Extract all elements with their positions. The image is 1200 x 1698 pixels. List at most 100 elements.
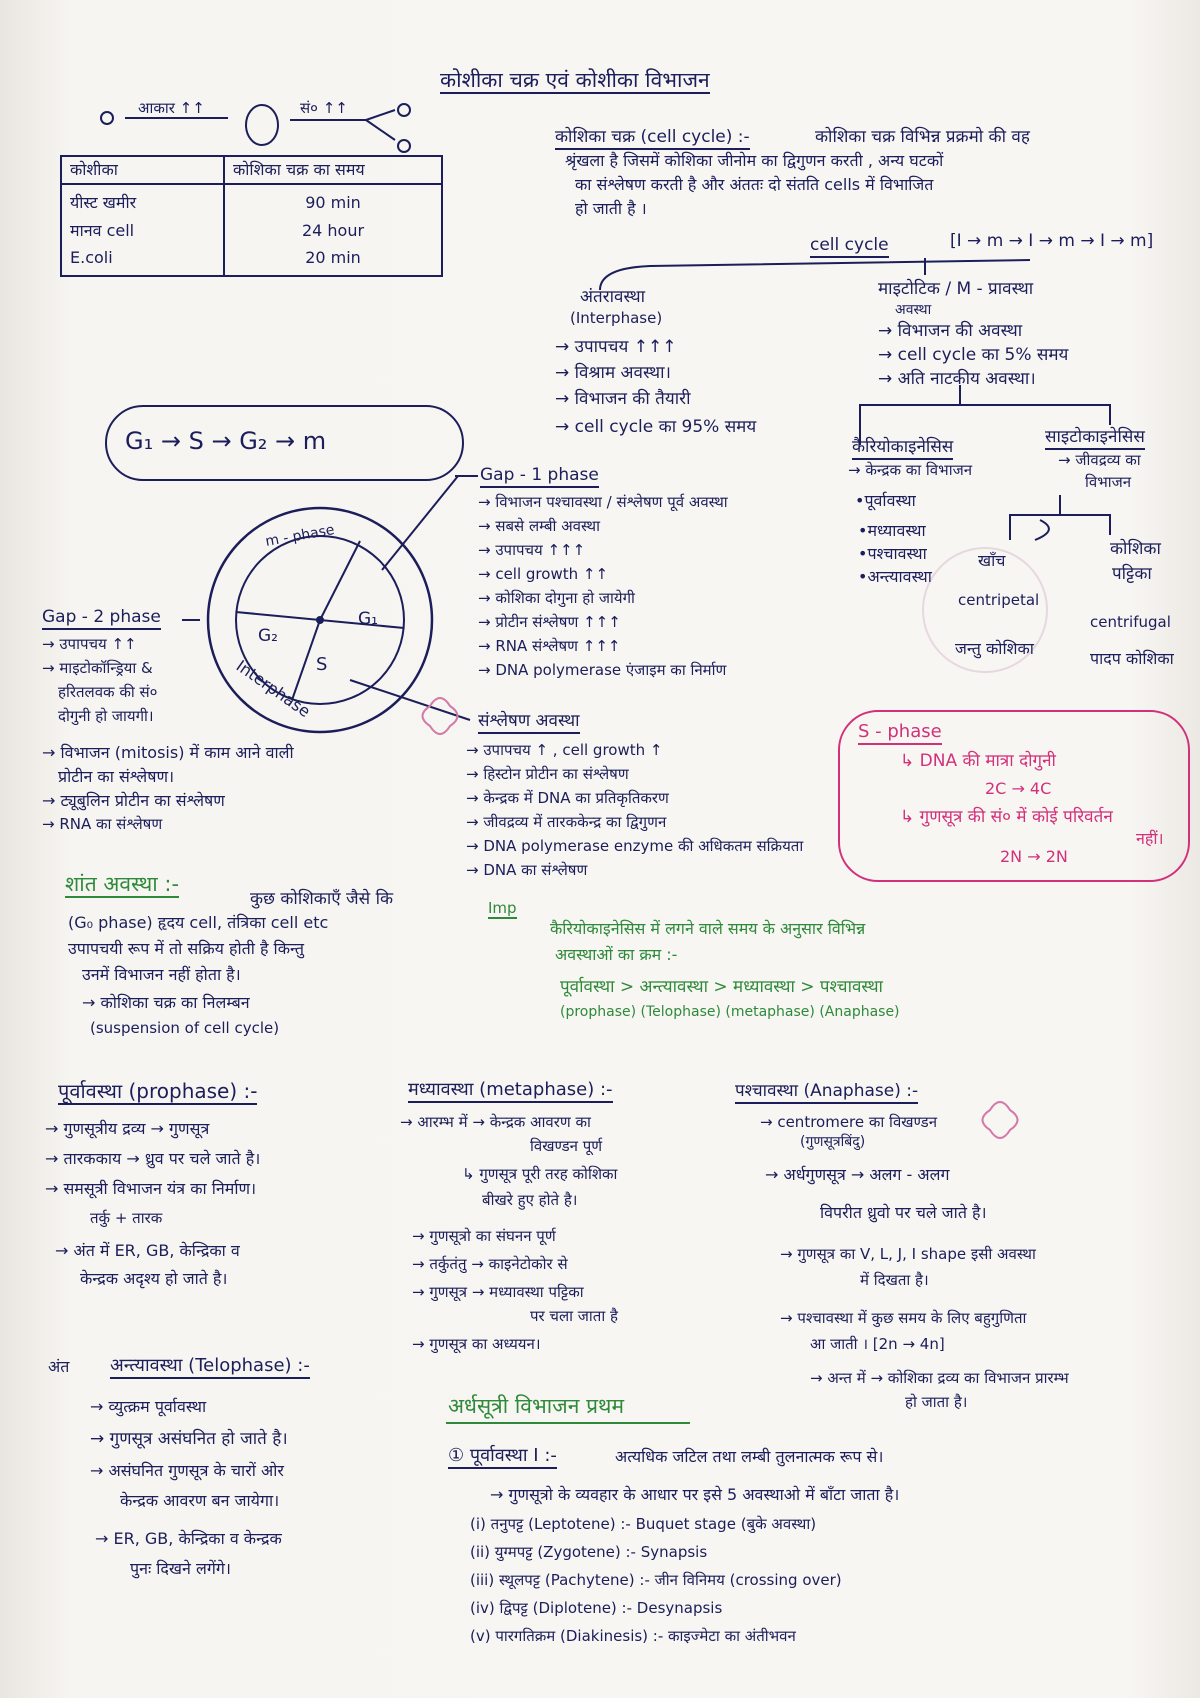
anaphase-point: → अर्धगुणसूत्र → अलग - अलग bbox=[765, 1165, 950, 1184]
g0-line: → कोशिका चक्र का निलम्बन bbox=[82, 993, 250, 1012]
prophase-point: तर्कु + तारक bbox=[90, 1209, 163, 1227]
s-box-line: 2C → 4C bbox=[985, 779, 1052, 798]
meiosis-stage: (v) पारगतिक्रम (Diakinesis) :- काइज्मेटा… bbox=[470, 1627, 796, 1645]
meiosis-intro: अत्यधिक जटिल तथा लम्बी तुलनात्मक रूप से। bbox=[615, 1447, 884, 1466]
interphase-point: → विभाजन की तैयारी bbox=[555, 389, 691, 409]
g1-pointer bbox=[381, 475, 459, 571]
prophase-heading: पूर्वावस्था (prophase) :- bbox=[58, 1079, 258, 1105]
telophase-heading: अन्त्यावस्था (Telophase) :- bbox=[110, 1355, 310, 1379]
anaphase-point: → centromere का विखण्डन bbox=[760, 1113, 938, 1131]
karyokinesis-stage: •पश्चावस्था bbox=[858, 544, 927, 563]
circle-g1: G₁ bbox=[358, 609, 378, 629]
table-header-time: कोशिका चक्र का समय bbox=[223, 154, 443, 186]
table-row-cell: यीस्ट खमीर bbox=[70, 193, 137, 213]
table-header-cell: कोशीका bbox=[60, 154, 225, 186]
table-cell-organisms: यीस्ट खमीर मानव cell E.coli bbox=[60, 183, 225, 277]
cycle-label: cell cycle bbox=[810, 235, 889, 258]
meiosis-line: → गुणसूत्रो के व्यवहार के आधार पर इसे 5 … bbox=[490, 1485, 900, 1504]
mitotic-point: → अति नाटकीय अवस्था। bbox=[878, 369, 1036, 389]
meiosis-heading: अर्धसूत्री विभाजन प्रथम bbox=[448, 1394, 625, 1418]
prophase-point: → गुणसूत्रीय द्रव्य → गुणसूत्र bbox=[45, 1119, 210, 1138]
order-line: अवस्थाओं का क्रम :- bbox=[555, 945, 678, 964]
gap1-point: → सबसे लम्बी अवस्था bbox=[478, 517, 601, 535]
meiosis-subheading: ① पूर्वावस्था I :- bbox=[448, 1445, 557, 1469]
metaphase-point: → गुणसूत्र → मध्यावस्था पट्टिका bbox=[412, 1283, 584, 1301]
anaphase-heading: पश्चावस्था (Anaphase) :- bbox=[735, 1081, 919, 1104]
circle-s: S bbox=[316, 654, 328, 675]
page-title: कोशीका चक्र एवं कोशीका विभाजन bbox=[440, 68, 710, 95]
cell-cycle-def-line: कोशिका चक्र विभिन्न प्रक्रमो की वह bbox=[815, 127, 1030, 147]
s-box-heading: S - phase bbox=[858, 721, 942, 745]
cell-cycle-def-line: श्रृंखला है जिसमें कोशिका जीनोम का द्विग… bbox=[565, 151, 944, 170]
cytokinesis-point: विभाजन bbox=[1085, 473, 1132, 491]
g0-heading: शांत अवस्था :- bbox=[65, 872, 180, 899]
prophase-point: → समसूत्री विभाजन यंत्र का निर्माण। bbox=[45, 1179, 257, 1198]
telophase-point: → असंघनित गुणसूत्र के चारों ओर bbox=[90, 1461, 284, 1480]
gap1-point: → कोशिका दोगुना हो जायेगी bbox=[478, 589, 635, 607]
plate-cell: पादप कोशिका bbox=[1090, 649, 1174, 668]
gap1-point: → RNA संश्लेषण ↑↑↑ bbox=[478, 637, 621, 655]
order-sequence: पूर्वावस्था > अन्त्यावस्था > मध्यावस्था … bbox=[560, 977, 883, 997]
gap2-point: → ट्यूबुलिन प्रोटीन का संश्लेषण bbox=[42, 791, 225, 810]
prophase-point: → तारककाय → ध्रुव पर चले जाते है। bbox=[45, 1149, 261, 1168]
gap1-heading: Gap - 1 phase bbox=[480, 465, 599, 488]
telophase-point: पुनः दिखने लगेंगे। bbox=[130, 1559, 231, 1578]
karyokinesis-stage: •पूर्वावस्था bbox=[855, 491, 916, 510]
interphase-sub: (Interphase) bbox=[570, 309, 663, 327]
g0-line: उपापचयी रूप में तो सक्रिय होती है किन्तु bbox=[68, 939, 305, 958]
metaphase-point: विखण्डन पूर्ण bbox=[530, 1137, 603, 1155]
prophase-point: केन्द्रक अदृश्य हो जाते है। bbox=[80, 1269, 228, 1288]
meiosis-stage: (iv) द्विपट्ट (Diplotene) :- Desynapsis bbox=[470, 1599, 723, 1617]
cell-cycle-circle bbox=[206, 506, 434, 734]
s-pointer bbox=[349, 679, 471, 721]
anaphase-point: → अन्त में → कोशिका द्रव्य का विभाजन प्र… bbox=[810, 1369, 1069, 1387]
order-sequence-en: (prophase) (Telophase) (metaphase) (Anap… bbox=[560, 1004, 900, 1020]
g0-line: (G₀ phase) हृदय cell, तंत्रिका cell etc bbox=[68, 913, 329, 932]
metaphase-point: ↳ गुणसूत्र पूरी तरह कोशिका bbox=[462, 1165, 618, 1183]
anaphase-point: में दिखता है। bbox=[860, 1271, 929, 1289]
gap1-point: → DNA polymerase एंजाइम का निर्माण bbox=[478, 661, 727, 679]
anaphase-point: (गुणसूत्रबिंदु) bbox=[800, 1134, 866, 1150]
cell-cycle-def-line: हो जाती है । bbox=[575, 199, 647, 218]
gap2-point: प्रोटीन का संश्लेषण। bbox=[58, 767, 175, 786]
g0-line: उनमें विभाजन नहीं होता है। bbox=[82, 965, 241, 984]
metaphase-heading: मध्यावस्था (metaphase) :- bbox=[408, 1079, 613, 1103]
table-row-time: 90 min bbox=[305, 193, 361, 213]
gap2-point: दोगुनी हो जायगी। bbox=[58, 707, 154, 725]
mitotic-point: → विभाजन की अवस्था bbox=[878, 321, 1023, 341]
gap2-point: → RNA का संश्लेषण bbox=[42, 815, 163, 833]
anaphase-point: → गुणसूत्र का V, L, J, I shape इसी अवस्थ… bbox=[780, 1245, 1036, 1263]
karyokinesis-stage: •अन्त्यावस्था bbox=[858, 567, 932, 586]
meiosis-stage: (i) तनुपट्ट (Leptotene) :- Buquet stage … bbox=[470, 1515, 817, 1533]
g0-line: (suspension of cell cycle) bbox=[90, 1019, 280, 1037]
cytokinesis-heading: साइटोकाइनेसिस bbox=[1045, 427, 1145, 450]
anaphase-point: आ जाती । [2n → 4n] bbox=[810, 1335, 945, 1353]
circle-g2: G₂ bbox=[258, 626, 278, 646]
interphase-point: → cell cycle का 95% समय bbox=[555, 417, 757, 437]
s-phase-cloud bbox=[838, 710, 1190, 882]
order-line: कैरियोकाइनेसिस में लगने वाले समय के अनुस… bbox=[550, 919, 866, 938]
cycle-bracket bbox=[599, 259, 1031, 291]
phase-flow-box bbox=[105, 405, 464, 481]
flower-doodle bbox=[421, 697, 459, 735]
karyokinesis-stage: •मध्यावस्था bbox=[858, 521, 926, 540]
gap2-point: → माइटोकॉन्ड्रिया & bbox=[42, 659, 153, 677]
furrow-label: खाँच bbox=[978, 551, 1006, 570]
metaphase-point: → तर्कुतंतु → काइनेटोकोर से bbox=[412, 1255, 568, 1273]
metaphase-point: बीखरे हुए होते है। bbox=[482, 1191, 578, 1209]
gap2-point: → उपापचय ↑↑ bbox=[42, 635, 137, 653]
size-arrow-label: आकार ↑↑ bbox=[138, 99, 205, 117]
s-phase-notes-heading: संश्लेषण अवस्था bbox=[478, 711, 580, 734]
telophase-tag: अंत bbox=[48, 1357, 70, 1376]
plate-label: कोशिका bbox=[1110, 539, 1161, 559]
g0-line: कुछ कोशिकाएँ जैसे कि bbox=[250, 889, 394, 909]
gap1-point: → प्रोटीन संश्लेषण ↑↑↑ bbox=[478, 613, 621, 631]
s-box-line: ↳ DNA की मात्रा दोगुनी bbox=[900, 751, 1056, 771]
interphase-heading: अंतरावस्था bbox=[580, 287, 646, 307]
s-phase-point: → DNA का संश्लेषण bbox=[466, 861, 588, 879]
cytokinesis-point: → जीवद्रव्य का bbox=[1058, 451, 1141, 469]
cytokinesis-branch bbox=[1009, 514, 1111, 540]
interphase-point: → उपापचय ↑↑↑ bbox=[555, 337, 677, 357]
karyokinesis-heading: कैरियोकाइनेसिस bbox=[852, 437, 954, 460]
